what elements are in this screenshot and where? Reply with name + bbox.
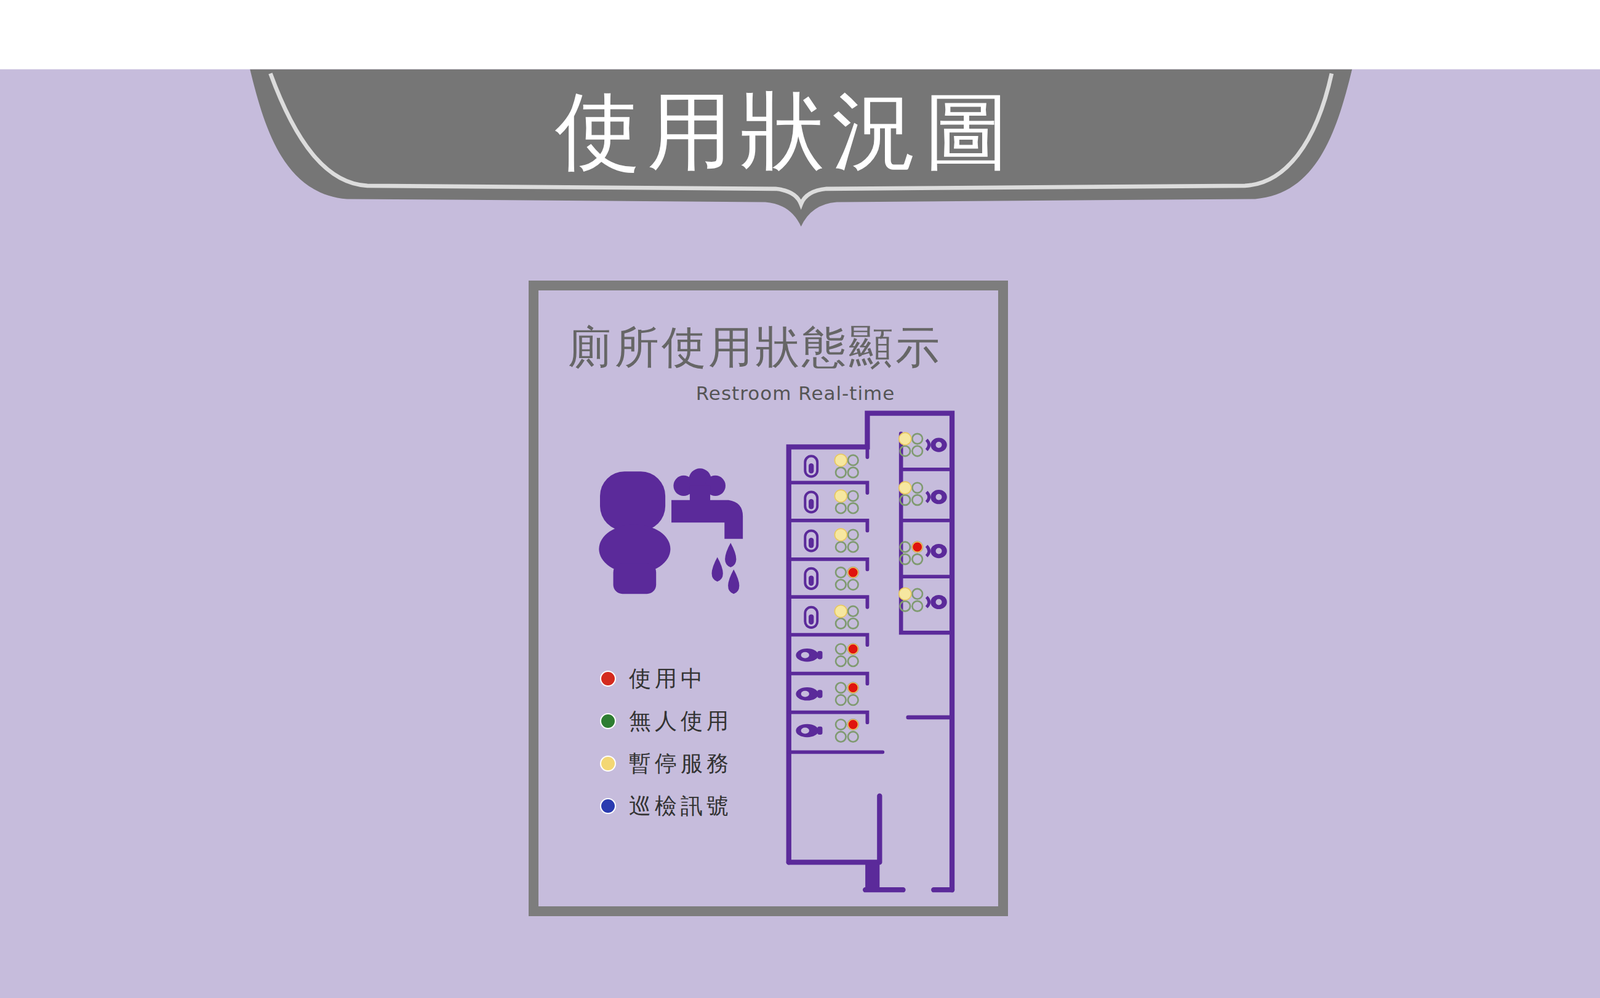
occupied-light — [848, 567, 859, 578]
status-light-cluster — [835, 719, 858, 742]
legend-label: 暫停服務 — [628, 750, 733, 778]
status-light-cluster — [835, 567, 858, 590]
toilet-symbol — [804, 491, 818, 512]
urinal-symbol — [926, 544, 948, 559]
toilet-symbol — [804, 456, 818, 477]
urinal-symbol — [926, 595, 948, 610]
legend-swatch — [600, 670, 616, 687]
paused-light — [834, 604, 847, 618]
display-panel: 廁所使用狀態顯示Restroom Real-time — [528, 280, 1008, 917]
panel-heading: 廁所使用狀態顯示 — [524, 324, 985, 372]
stall-divider — [788, 482, 884, 752]
stall-divider — [867, 446, 949, 577]
paused-light — [834, 489, 847, 503]
partition — [908, 715, 952, 720]
squat-toilet-symbol — [795, 648, 823, 663]
legend-entry: 使用中 — [600, 657, 733, 700]
legend-entry: 暫停服務 — [600, 742, 733, 785]
toilet-tank — [600, 471, 666, 531]
paused-light — [834, 528, 847, 541]
legend-label: 巡檢訊號 — [628, 792, 733, 820]
water-drop — [724, 542, 736, 568]
legend-swatch — [600, 713, 616, 730]
entrance-wall — [788, 796, 880, 863]
floor-plan — [788, 413, 952, 891]
occupied-light — [912, 542, 923, 553]
paused-light — [899, 432, 912, 445]
legend-label: 使用中 — [628, 665, 707, 693]
paused-light — [899, 481, 912, 495]
urinal-symbol — [926, 489, 948, 504]
status-light-cluster — [900, 542, 923, 565]
paused-light — [899, 587, 912, 600]
status-light-cluster — [835, 644, 858, 667]
legend-label: 無人使用 — [628, 707, 733, 735]
squat-toilet-symbol — [795, 724, 823, 738]
top-strip — [0, 0, 1600, 70]
toilet-faucet-icon — [598, 468, 743, 594]
outer-wall — [788, 413, 952, 891]
legend-entry: 巡檢訊號 — [600, 784, 733, 828]
squat-toilet-symbol — [795, 687, 823, 701]
occupied-light — [848, 719, 859, 730]
paused-light — [834, 454, 847, 467]
legend-swatch — [600, 798, 616, 815]
status-light-cluster — [835, 683, 858, 706]
urinal-symbol — [926, 437, 948, 452]
faucet-spout — [671, 500, 743, 540]
toilet-base — [613, 563, 657, 594]
wall-block — [865, 862, 880, 890]
panel-subtitle: Restroom Real-time — [565, 382, 1026, 404]
toilet-symbol — [804, 607, 818, 628]
water-drop — [712, 557, 724, 583]
water-drop — [728, 569, 740, 594]
toilet-symbol — [804, 568, 818, 589]
toilet-symbol — [804, 530, 818, 551]
legend: 使用中無人使用暫停服務巡檢訊號 — [600, 657, 733, 828]
legend-entry: 無人使用 — [600, 699, 733, 743]
occupied-light — [848, 683, 859, 694]
legend-swatch — [600, 755, 616, 772]
occupied-light — [848, 644, 859, 655]
background — [0, 69, 1600, 998]
page-title: 使用狀況圖 — [0, 89, 1572, 175]
